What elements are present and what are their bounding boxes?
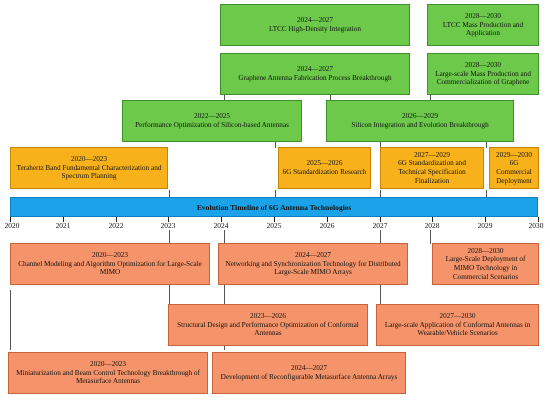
connector-line (486, 142, 487, 148)
box-text: Terahertz Band Fundamental Characterizat… (16, 163, 162, 181)
box-text: Graphene Antenna Fabrication Process Bre… (238, 74, 392, 82)
box-conformal-design: 2023—2026 Structural Design and Performa… (168, 304, 368, 346)
year-label: 2025 (266, 221, 282, 230)
year-label: 2023 (160, 221, 176, 230)
connector-line (380, 190, 381, 197)
box-years: 2023—2026 (250, 312, 286, 321)
box-years: 2024—2027 (297, 16, 333, 25)
box-text: Large-scale Application of Conformal Ant… (384, 320, 531, 338)
axis-tick (10, 217, 11, 222)
box-years: 2028—2030 (465, 12, 501, 21)
box-years: 2020—2023 (71, 155, 107, 164)
box-mimo-deployment: 2028—2030 Large-Scale Deployment of MIMO… (432, 243, 539, 285)
year-label: 2024 (213, 221, 229, 230)
year-label: 2022 (108, 221, 124, 230)
connector-line (275, 190, 276, 197)
axis-tick (538, 217, 539, 222)
axis-tick (274, 217, 275, 222)
box-years: 2024—2027 (297, 65, 333, 74)
box-6g-standardization-finalization: 2027—2029 6G Standardization and Technic… (380, 147, 484, 189)
box-ltcc-mass-production: 2028—2030 LTCC Mass Production and Appli… (427, 4, 539, 46)
box-text: 6G Standardization Research (282, 168, 367, 176)
box-text: Large-scale Mass Production and Commerci… (435, 69, 531, 87)
axis-tick (432, 217, 433, 222)
year-label: 2029 (477, 221, 493, 230)
box-terahertz-band: 2020—2023 Terahertz Band Fundamental Cha… (10, 147, 168, 189)
year-label: 2027 (372, 221, 388, 230)
axis-tick (221, 217, 222, 222)
box-text: LTCC High-Density Integration (269, 25, 361, 33)
box-silicon-integration: 2026—2029 Silicon Integration and Evolut… (326, 100, 514, 142)
box-silicon-optimization: 2022—2025 Performance Optimization of Si… (122, 100, 302, 142)
axis-tick (116, 217, 117, 222)
box-graphene-mass-production: 2028—2030 Large-scale Mass Production an… (427, 53, 539, 95)
box-text: Networking and Synchronization Technolog… (225, 259, 401, 277)
axis-tick (327, 217, 328, 222)
box-metasurface-miniaturization: 2020—2023 Miniaturization and Beam Contr… (8, 352, 208, 394)
connector-line (275, 142, 276, 148)
year-label: 2026 (319, 221, 335, 230)
connector-line (169, 190, 170, 197)
box-text: LTCC Mass Production and Application (442, 20, 524, 38)
connector-line (430, 92, 431, 100)
box-text: Miniaturization and Beam Control Technol… (16, 368, 200, 386)
axis-tick (63, 217, 64, 222)
box-years: 2020—2023 (92, 251, 128, 260)
connector-line (330, 92, 331, 100)
box-years: 2020—2023 (90, 360, 126, 369)
box-years: 2029—2030 (496, 150, 532, 159)
box-text: Large-Scale Deployment of MIMO Technolog… (445, 255, 526, 281)
timeline-title-bar: Evolution Timeline of 6G Antenna Technol… (10, 197, 538, 217)
box-conformal-application: 2027—2030 Large-scale Application of Con… (376, 304, 539, 346)
box-years: 2026—2029 (402, 112, 438, 121)
box-text: Silicon Integration and Evolution Breakt… (351, 121, 489, 129)
axis-tick (168, 217, 169, 222)
connector-line (10, 290, 11, 350)
connector-line (380, 142, 381, 148)
box-text: Development of Reconfigurable Metasurfac… (220, 373, 398, 381)
box-graphene-fabrication: 2024—2027 Graphene Antenna Fabrication P… (220, 53, 410, 95)
box-text: 6G Standardization and Technical Specifi… (398, 159, 466, 185)
box-years: 2024—2027 (295, 251, 331, 260)
box-6g-standardization-research: 2025—2026 6G Standardization Research (278, 147, 371, 189)
box-mimo-channel-modeling: 2020—2023 Channel Modeling and Algorithm… (10, 243, 210, 285)
timeline-title: Evolution Timeline of 6G Antenna Technol… (196, 202, 352, 212)
year-label: 2021 (55, 221, 71, 230)
box-years: 2028—2030 (467, 246, 504, 255)
year-label: 2028 (424, 221, 440, 230)
axis-tick (380, 217, 381, 222)
axis-tick (485, 217, 486, 222)
box-text: Channel Modeling and Algorithm Optimizat… (18, 259, 202, 277)
box-text: Structural Design and Performance Optimi… (177, 320, 359, 338)
box-metasurface-reconfigurable: 2024—2027 Development of Reconfigurable … (212, 352, 406, 394)
box-years: 2024—2027 (291, 364, 327, 373)
box-years: 2027—2029 (414, 150, 450, 159)
box-mimo-networking: 2024—2027 Networking and Synchronization… (218, 243, 408, 285)
box-years: 2028—2030 (465, 61, 501, 70)
year-label: 2020 (4, 221, 20, 230)
box-text: 6G Commercial Deployment (496, 159, 532, 185)
connector-line (224, 230, 225, 350)
box-years: 2022—2025 (194, 112, 230, 121)
box-years: 2025—2026 (306, 159, 343, 168)
box-years: 2027—2030 (439, 312, 476, 321)
year-label: 2030 (528, 221, 544, 230)
box-6g-commercial-deployment: 2029—2030 6G Commercial Deployment (489, 147, 539, 189)
box-ltcc-high-density: 2024—2027 LTCC High-Density Integration (220, 4, 410, 46)
connector-line (486, 190, 487, 197)
connector-line (430, 230, 431, 244)
box-text: Performance Optimization of Silicon-base… (135, 121, 289, 129)
connector-line (224, 92, 225, 100)
